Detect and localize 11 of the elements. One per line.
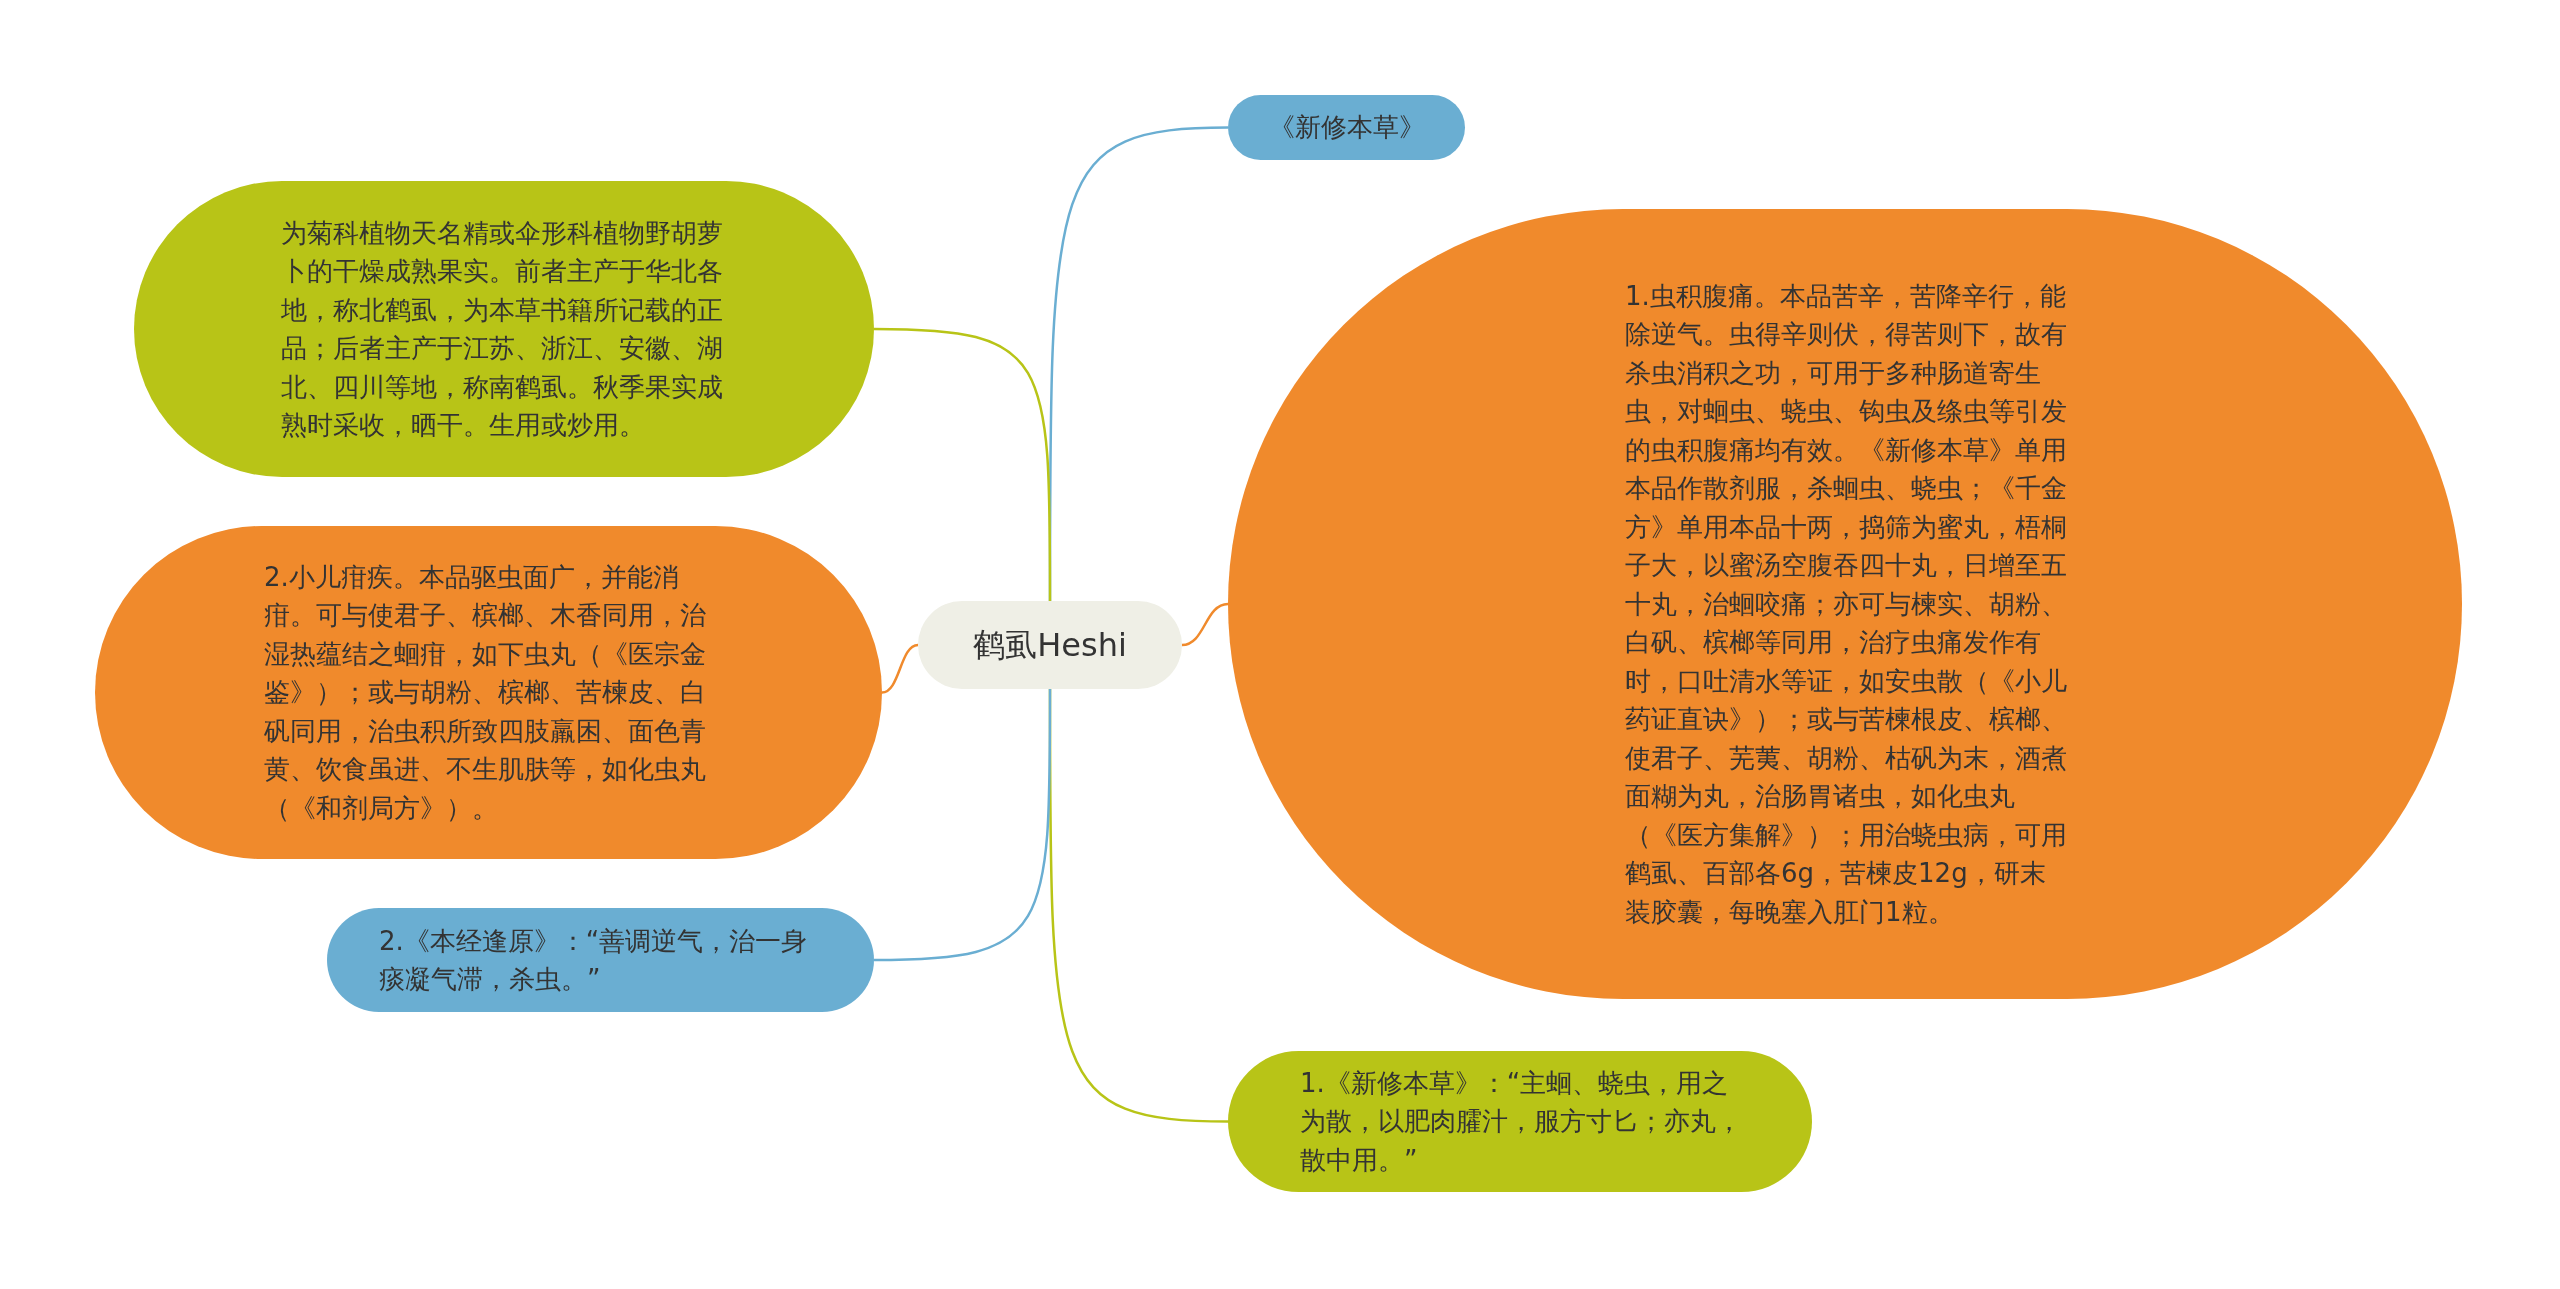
connector-line bbox=[881, 643, 919, 694]
connector-line bbox=[1181, 602, 1229, 647]
topic-text: 1.《新修本草》：“主蛔、蛲虫，用之为散，以肥肉臛汁，服方寸匕；亦丸，散中用。” bbox=[1300, 1066, 1743, 1177]
topic-text: 1.虫积腹痛。本品苦辛，苦降辛行，能除逆气。虫得辛则伏，得苦则下，故有杀虫消积之功，可用于多种肠道寄生虫，对蛔虫、蛲虫、钩虫及绦虫等引发的虫积腹痛均有效。《新修本草》单用本品作散剂服，杀蛔虫、蛲虫；《千金方》单用本品十两，捣筛为蜜丸，梧桐子大，以蜜汤空腹吞四十丸，日增至五十丸，治蛔咬痛；亦可与楝实、胡粉、白矾、槟榔等同用，治疗虫痛发作有时，口吐清水等证，如安虫散（《小儿药证直诀》）；或与苦楝根皮、槟榔、使君子、芜荑、胡粉、枯矾为末，酒煮面糊为丸，治肠胃诸虫，如化虫丸（《医方集解》）；用治蛲虫病，可用鹤虱、百部各6g，苦楝皮12g，研末装胶囊，每晚塞入肛门1粒。 bbox=[1625, 279, 2068, 929]
topic-text: 《新修本草》 bbox=[1268, 111, 1425, 145]
connector-line bbox=[873, 327, 1052, 601]
connector-line bbox=[873, 689, 1052, 962]
topic-text: 为菊科植物天名精或伞形科植物野胡萝卜的干燥成熟果实。前者主产于华北各地，称北鹤虱，为本草书籍所记载的正品；后者主产于江苏、浙江、安徽、湖北、四川等地，称南鹤虱。秋季果实成熟时采收，晒干。生用或炒用。 bbox=[281, 216, 724, 442]
topic-text: 2.《本经逢原》：“善调逆气，治一身痰凝气滞，杀虫。” bbox=[379, 924, 809, 996]
topic-text: 2.小儿疳疾。本品驱虫面广，并能消疳。可与使君子、槟榔、木香同用，治湿热蕴结之蛔疳，如下虫丸（《医宗金鉴》）；或与胡粉、槟榔、苦楝皮、白矾同用，治虫积所致四肢羸困、面色青黄、饮食虽进、不生肌肤等，如化虫丸（《和剂局方》）。 bbox=[264, 560, 707, 825]
topic-text: 鹤虱Heshi bbox=[973, 625, 1127, 665]
